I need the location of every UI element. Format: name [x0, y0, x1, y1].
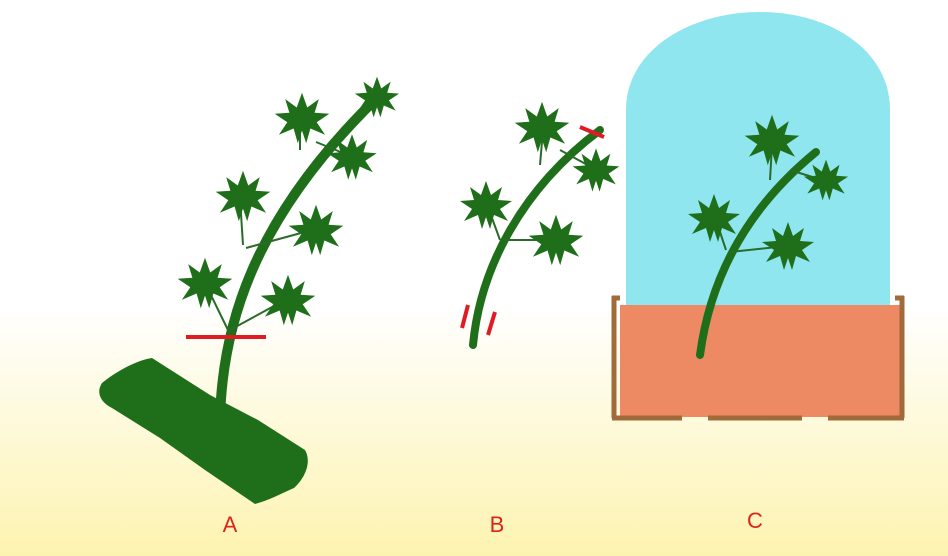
panel-label-a: A: [223, 512, 238, 537]
panel-label-b: B: [490, 512, 505, 537]
panel-label-c: C: [747, 508, 763, 533]
panel-c-pot: [612, 12, 904, 418]
bell-jar-icon: [626, 12, 890, 312]
pot-icon: [620, 305, 900, 417]
